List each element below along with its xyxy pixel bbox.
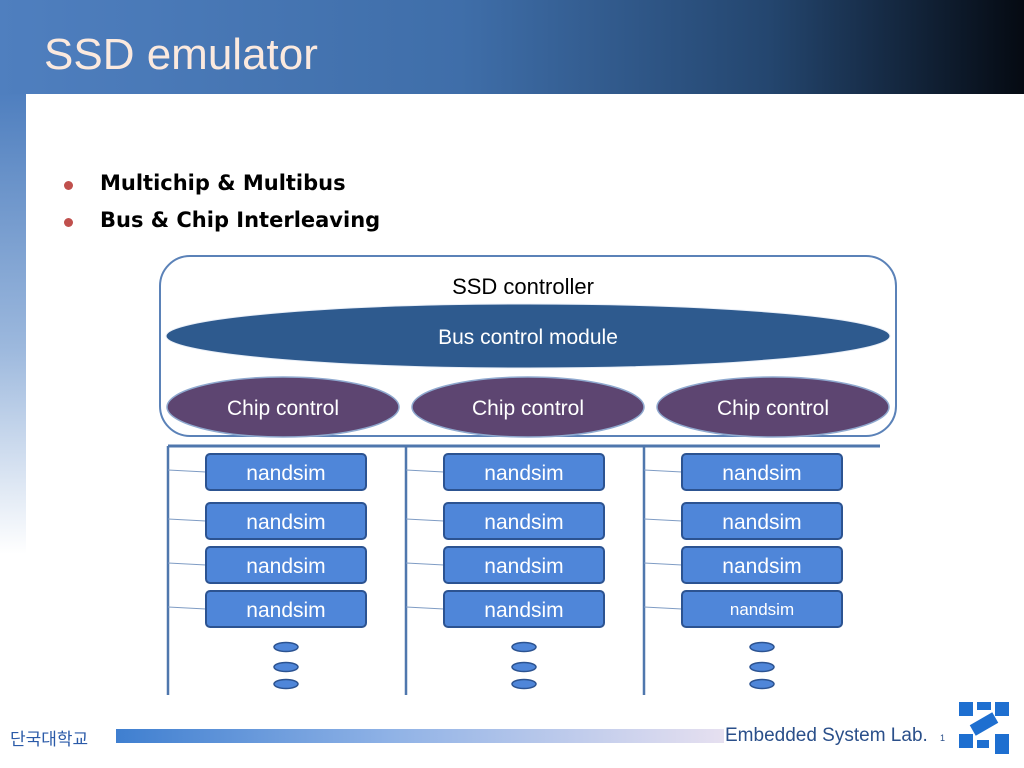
chip-connector — [405, 606, 445, 610]
bus-control-module-label: Bus control module — [438, 326, 618, 349]
nandsim-chip — [443, 502, 605, 540]
lab-name: Embedded System Lab. — [725, 725, 928, 746]
university-name: 단국대학교 — [10, 730, 89, 750]
title-banner — [0, 0, 1024, 94]
bullet-dot — [64, 218, 73, 227]
bullet-dot — [64, 181, 73, 190]
nand-columns: nandsim nandsim nandsim nandsim nandsim nands… — [166, 446, 843, 695]
more-chips-dot — [511, 678, 537, 690]
nandsim-label: nandsim — [730, 600, 794, 619]
nandsim-chip — [205, 453, 367, 491]
nandsim-chip — [681, 453, 843, 491]
chip-control-group: Chip control Chip control Chip control — [166, 376, 890, 438]
more-chips-dot — [273, 678, 299, 690]
bus-control-module — [165, 303, 891, 369]
chip-connector — [167, 606, 207, 610]
left-gradient-strip — [0, 94, 26, 554]
more-chips-dot — [273, 641, 299, 653]
bullet-item: Multichip & Multibus — [100, 171, 346, 195]
nandsim-chip — [443, 546, 605, 584]
nandsim-chip — [681, 502, 843, 540]
chip-control-label: Chip control — [227, 397, 339, 420]
nandsim-label: nandsim — [246, 462, 325, 485]
chip-connector — [167, 469, 207, 473]
chip-connector — [167, 562, 207, 566]
nandsim-label: nandsim — [722, 462, 801, 485]
nandsim-chip — [205, 502, 367, 540]
more-chips-dot — [273, 661, 299, 673]
chip-connector — [643, 518, 683, 522]
nandsim-chip — [681, 546, 843, 584]
chip-control-label: Chip control — [472, 397, 584, 420]
footer-gradient-bar — [116, 729, 724, 743]
more-chips-dot — [749, 678, 775, 690]
chip-control-3 — [656, 376, 890, 438]
more-chips-dot — [749, 641, 775, 653]
nandsim-label: nandsim — [722, 511, 801, 534]
page-title: SSD emulator — [44, 30, 318, 79]
chip-connector — [405, 469, 445, 473]
nandsim-label: nandsim — [722, 555, 801, 578]
nandsim-label: nandsim — [484, 462, 563, 485]
chip-connector — [643, 469, 683, 473]
chip-control-label: Chip control — [717, 397, 829, 420]
chip-connector — [167, 518, 207, 522]
chip-connector — [643, 606, 683, 610]
more-chips-dot — [511, 641, 537, 653]
ssd-controller-label: SSD controller — [452, 274, 594, 299]
bullet-item: Bus & Chip Interleaving — [100, 208, 381, 232]
nandsim-label: nandsim — [484, 555, 563, 578]
chip-control-2 — [411, 376, 645, 438]
nandsim-label: nandsim — [246, 511, 325, 534]
nandsim-chip — [205, 546, 367, 584]
more-chips-dot — [511, 661, 537, 673]
nandsim-label: nandsim — [484, 599, 563, 622]
chip-connector — [405, 562, 445, 566]
nandsim-label: nandsim — [484, 511, 563, 534]
nandsim-label: nandsim — [246, 555, 325, 578]
page-number: 1 — [940, 733, 946, 743]
nandsim-chip — [681, 590, 843, 628]
nandsim-chip — [443, 590, 605, 628]
chip-connector — [405, 518, 445, 522]
nandsim-chip — [443, 453, 605, 491]
chip-connector — [643, 562, 683, 566]
nandsim-label: nandsim — [246, 599, 325, 622]
chip-control-1 — [166, 376, 400, 438]
university-logo-icon — [959, 702, 1009, 754]
more-chips-dot — [749, 661, 775, 673]
nandsim-chip — [205, 590, 367, 628]
